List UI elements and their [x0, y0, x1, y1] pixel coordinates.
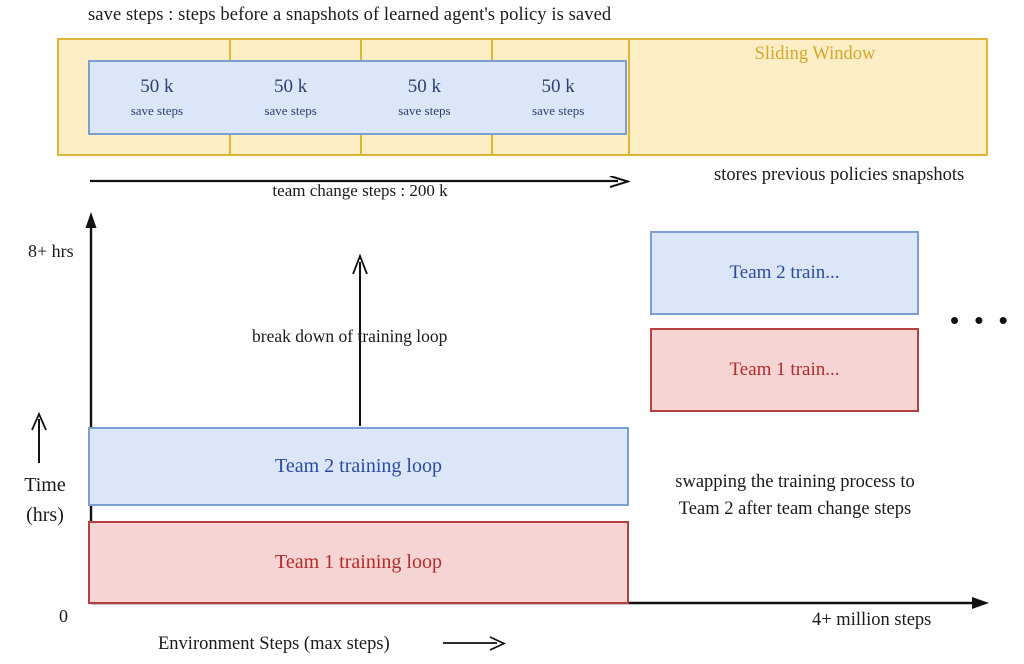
save-steps-cell: 50 k save steps: [223, 60, 358, 135]
y-axis-title-line1: Time: [24, 474, 66, 496]
save-steps-value: 50 k: [140, 76, 174, 98]
team2-training-loop-bar: Team 2 training loop: [88, 427, 629, 506]
x-axis-end-label: 4+ million steps: [812, 610, 932, 630]
save-steps-value: 50 k: [274, 76, 308, 98]
save-steps-label: save steps: [398, 103, 451, 119]
x-axis-title: Environment Steps (max steps): [158, 634, 390, 654]
save-steps-label: save steps: [130, 103, 184, 119]
swapping-annotation-line1: swapping the training process to: [675, 472, 915, 492]
continuation-ellipsis: • • •: [950, 305, 1012, 335]
team2-train-later-bar: Team 2 train...: [650, 231, 919, 315]
save-steps-strip: 50 k save steps 50 k save steps 50 k sav…: [88, 60, 627, 135]
save-steps-value: 50 k: [541, 76, 575, 98]
team-change-steps-label: team change steps : 200 k: [272, 181, 448, 200]
y-axis-title: Time (hrs): [14, 470, 76, 530]
save-steps-label: save steps: [264, 103, 317, 119]
save-steps-cell: 50 k save steps: [357, 60, 492, 135]
team-change-arrow-icon: [90, 176, 630, 188]
stores-snapshots-note: stores previous policies snapshots: [714, 165, 965, 185]
save-steps-value: 50 k: [407, 76, 441, 98]
swapping-annotation-line2: Team 2 after team change steps: [678, 498, 912, 519]
save-steps-cell: 50 k save steps: [491, 60, 627, 135]
sliding-window-divider-4: [628, 38, 630, 156]
save-steps-cell: 50 k save steps: [88, 60, 224, 135]
origin-label: 0: [59, 606, 68, 626]
breakdown-annotation: break down of training loop: [252, 326, 448, 346]
team1-training-loop-bar: Team 1 training loop: [88, 521, 629, 604]
y-axis-title-line2: (hrs): [26, 504, 64, 526]
team1-train-later-bar: Team 1 train...: [650, 328, 919, 412]
sliding-window-title: Sliding Window: [754, 44, 876, 64]
save-steps-label: save steps: [531, 103, 585, 119]
top-caption: save steps : steps before a snapshots of…: [88, 5, 612, 25]
y-axis-top-label: 8+ hrs: [28, 241, 74, 261]
swapping-annotation: swapping the training process to Team 2 …: [652, 469, 938, 523]
